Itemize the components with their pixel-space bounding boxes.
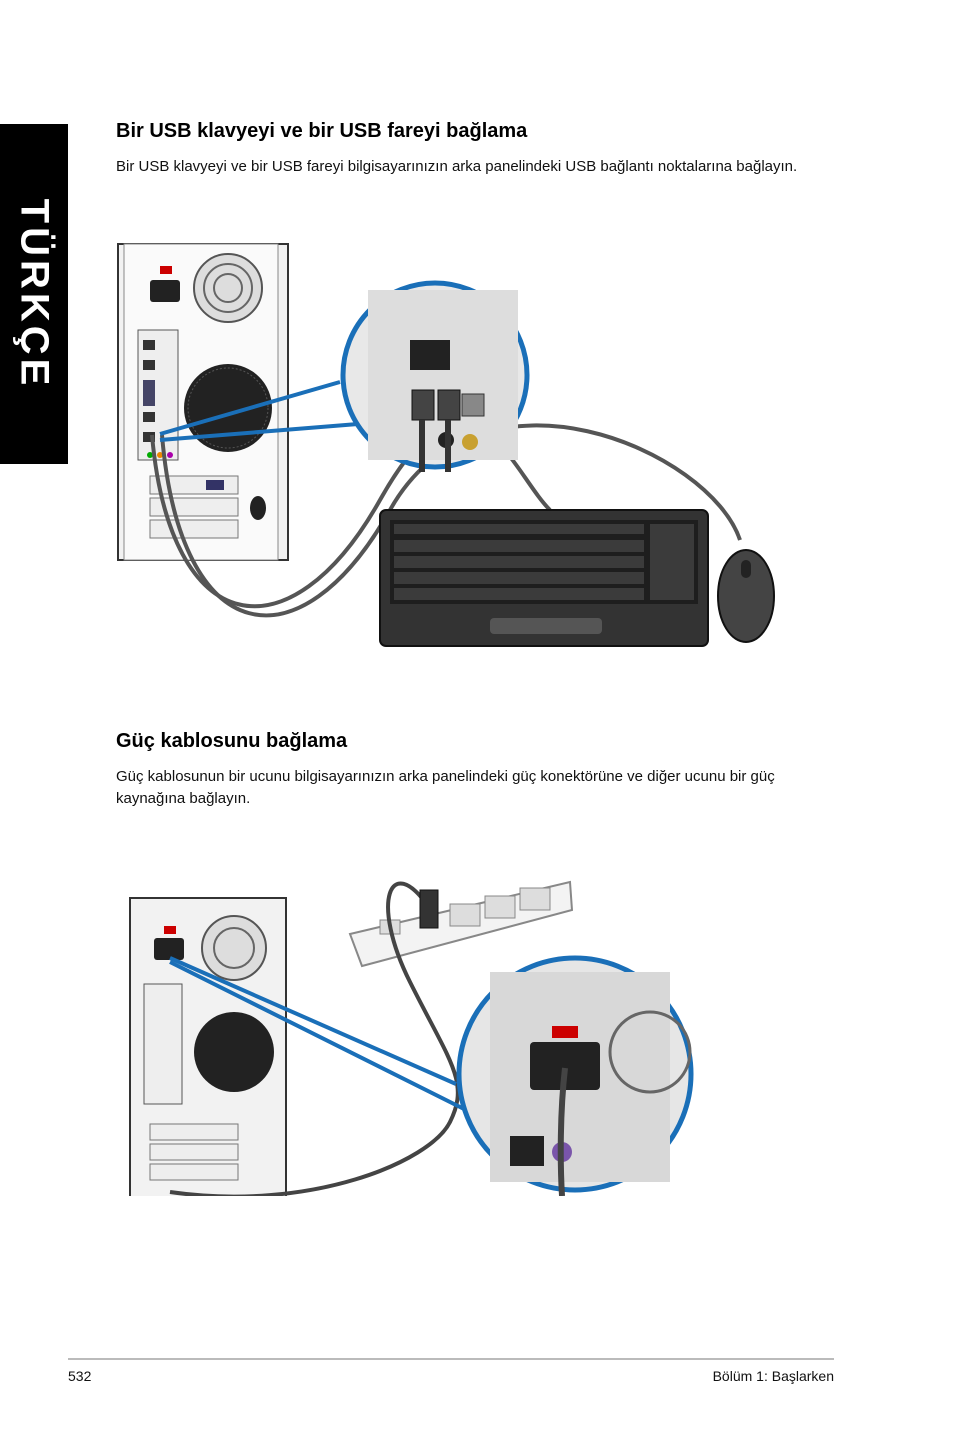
callout-line-1 (159, 380, 359, 442)
section-usb-title: Bir USB klavyeyi ve bir USB fareyi bağla… (116, 120, 528, 142)
section-usb-body: Bir USB klavyeyi ve bir USB fareyi bilgi… (116, 158, 798, 175)
page-number: 532 (68, 1368, 92, 1384)
pc-tower-rear-1 (117, 243, 289, 561)
usb-port-zoom-callout (340, 280, 530, 472)
chapter-label: Bölüm 1: Başlarken (712, 1368, 834, 1384)
pc-tower-rear-2 (129, 897, 287, 1196)
section-power-title: Güç kablosunu bağlama (116, 730, 348, 752)
footer-divider (68, 1358, 834, 1360)
power-port-zoom-callout (456, 955, 694, 1196)
usb-mouse (717, 549, 775, 643)
language-side-tab: TÜRKÇE (0, 124, 68, 464)
callout-line-2 (169, 956, 471, 1114)
power-connection-illustration (129, 880, 694, 1196)
section-power-body: Güç kablosunun bir ucunu bilgisayarınızı… (116, 768, 775, 807)
power-strip (348, 880, 574, 968)
language-tab-label: TÜRKÇE (12, 198, 57, 390)
usb-keyboard (379, 509, 709, 647)
usb-connection-illustration (117, 243, 775, 647)
